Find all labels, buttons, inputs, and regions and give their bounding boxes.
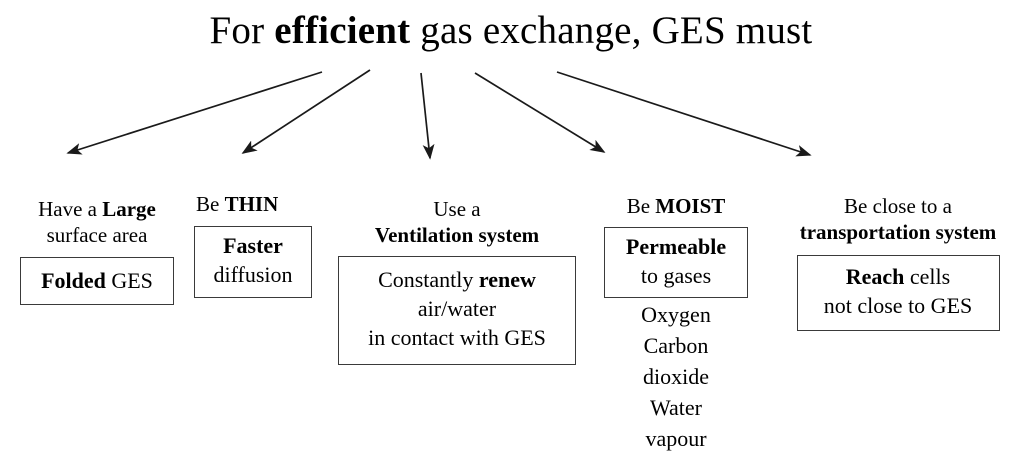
column-ventilation-system: Use a Ventilation system Constantly rene… <box>330 196 584 365</box>
gas-list-item: dioxide <box>643 364 709 389</box>
arrow-to-ventilation <box>420 72 435 160</box>
column-ventilation-heading-line1: Use a <box>433 197 481 221</box>
box-faster-diffusion-line2: diffusion <box>213 262 293 287</box>
arrow-to-large <box>66 71 323 155</box>
box-faster-diffusion: Faster diffusion <box>194 226 312 298</box>
box-folded-ges: Folded GES <box>20 257 174 305</box>
column-thin-heading-plain: Be <box>196 192 225 216</box>
column-transportation-heading: Be close to a transportation system <box>778 193 1018 245</box>
box-constantly-renew-line3: in contact with GES <box>368 325 546 350</box>
column-large-heading-bold: Large <box>102 197 156 221</box>
column-moist-heading-plain: Be <box>626 194 656 218</box>
column-ventilation-heading-bold: Ventilation system <box>374 223 540 247</box>
title-suffix: gas exchange, GES must <box>410 9 813 52</box>
gas-list-item: vapour <box>645 426 707 451</box>
column-large-heading-line2: surface area <box>46 223 148 247</box>
column-transportation-heading-line2: transportation system <box>778 219 1018 245</box>
box-faster-diffusion-line1: Faster <box>195 231 311 260</box>
column-thin-heading: Be THIN <box>188 191 318 217</box>
column-large-surface-area: Have a Large surface area Folded GES <box>6 196 188 305</box>
column-moist-heading: Be MOIST <box>596 193 756 219</box>
column-large-heading-line1: Have a Large <box>6 196 188 222</box>
column-ventilation-heading-line2: Ventilation system <box>330 222 584 248</box>
column-be-thin: Be THIN Faster diffusion <box>188 191 318 298</box>
box-reach-cells-line2: not close to GES <box>823 293 973 318</box>
column-transportation-system: Be close to a transportation system Reac… <box>778 193 1018 331</box>
box-reach-cells-bold: Reach <box>845 264 905 289</box>
box-reach-cells-plain: cells <box>904 264 951 289</box>
box-permeable-bold: Permeable <box>625 234 727 259</box>
column-moist-heading-line1: Be MOIST <box>596 193 756 219</box>
box-permeable-line2: to gases <box>640 263 712 288</box>
column-moist-heading-bold: MOIST <box>655 194 726 218</box>
box-constantly-renew-line1: Constantly renew <box>339 265 575 294</box>
box-folded-ges-bold: Folded <box>41 268 106 293</box>
box-reach-cells: Reach cells not close to GES <box>796 255 1000 331</box>
box-constantly-renew-line2: air/water <box>417 296 497 321</box>
box-constantly-renew-plain: Constantly <box>378 267 479 292</box>
title-prefix: For <box>209 9 275 52</box>
gas-list-item: Carbon <box>643 333 709 358</box>
arrow-to-moist <box>474 72 606 153</box>
column-large-heading-plain: Have a <box>38 197 103 221</box>
column-transportation-heading-bold: transportation system <box>799 220 997 244</box>
column-ventilation-heading: Use a Ventilation system <box>330 196 584 248</box>
box-constantly-renew-bold: renew <box>478 267 536 292</box>
column-transportation-heading-line1: Be close to a <box>844 194 952 218</box>
column-be-moist: Be MOIST Permeable to gases Oxygen Carbo… <box>596 193 756 454</box>
box-constantly-renew: Constantly renew air/water in contact wi… <box>338 256 576 365</box>
title-emphasis: efficient <box>274 9 411 52</box>
column-thin-heading-bold: THIN <box>224 192 279 216</box>
box-folded-ges-line1: Folded GES <box>21 266 173 295</box>
gas-list-item: Water <box>650 395 702 420</box>
arrow-to-transportation <box>556 71 812 157</box>
gas-list-item: Oxygen <box>641 302 711 327</box>
column-thin-heading-line1: Be THIN <box>196 191 318 217</box>
box-permeable-line1: Permeable <box>605 232 747 261</box>
arrow-to-thin <box>241 69 371 154</box>
column-large-heading: Have a Large surface area <box>6 196 188 248</box>
box-permeable-to-gases: Permeable to gases <box>604 227 748 298</box>
gas-list: Oxygen Carbon dioxide Water vapour <box>596 299 756 454</box>
box-folded-ges-plain: GES <box>105 268 153 293</box>
page-title: For efficient gas exchange, GES must <box>0 8 1022 54</box>
box-faster-diffusion-bold: Faster <box>223 233 283 258</box>
box-reach-cells-line1: Reach cells <box>798 262 999 291</box>
